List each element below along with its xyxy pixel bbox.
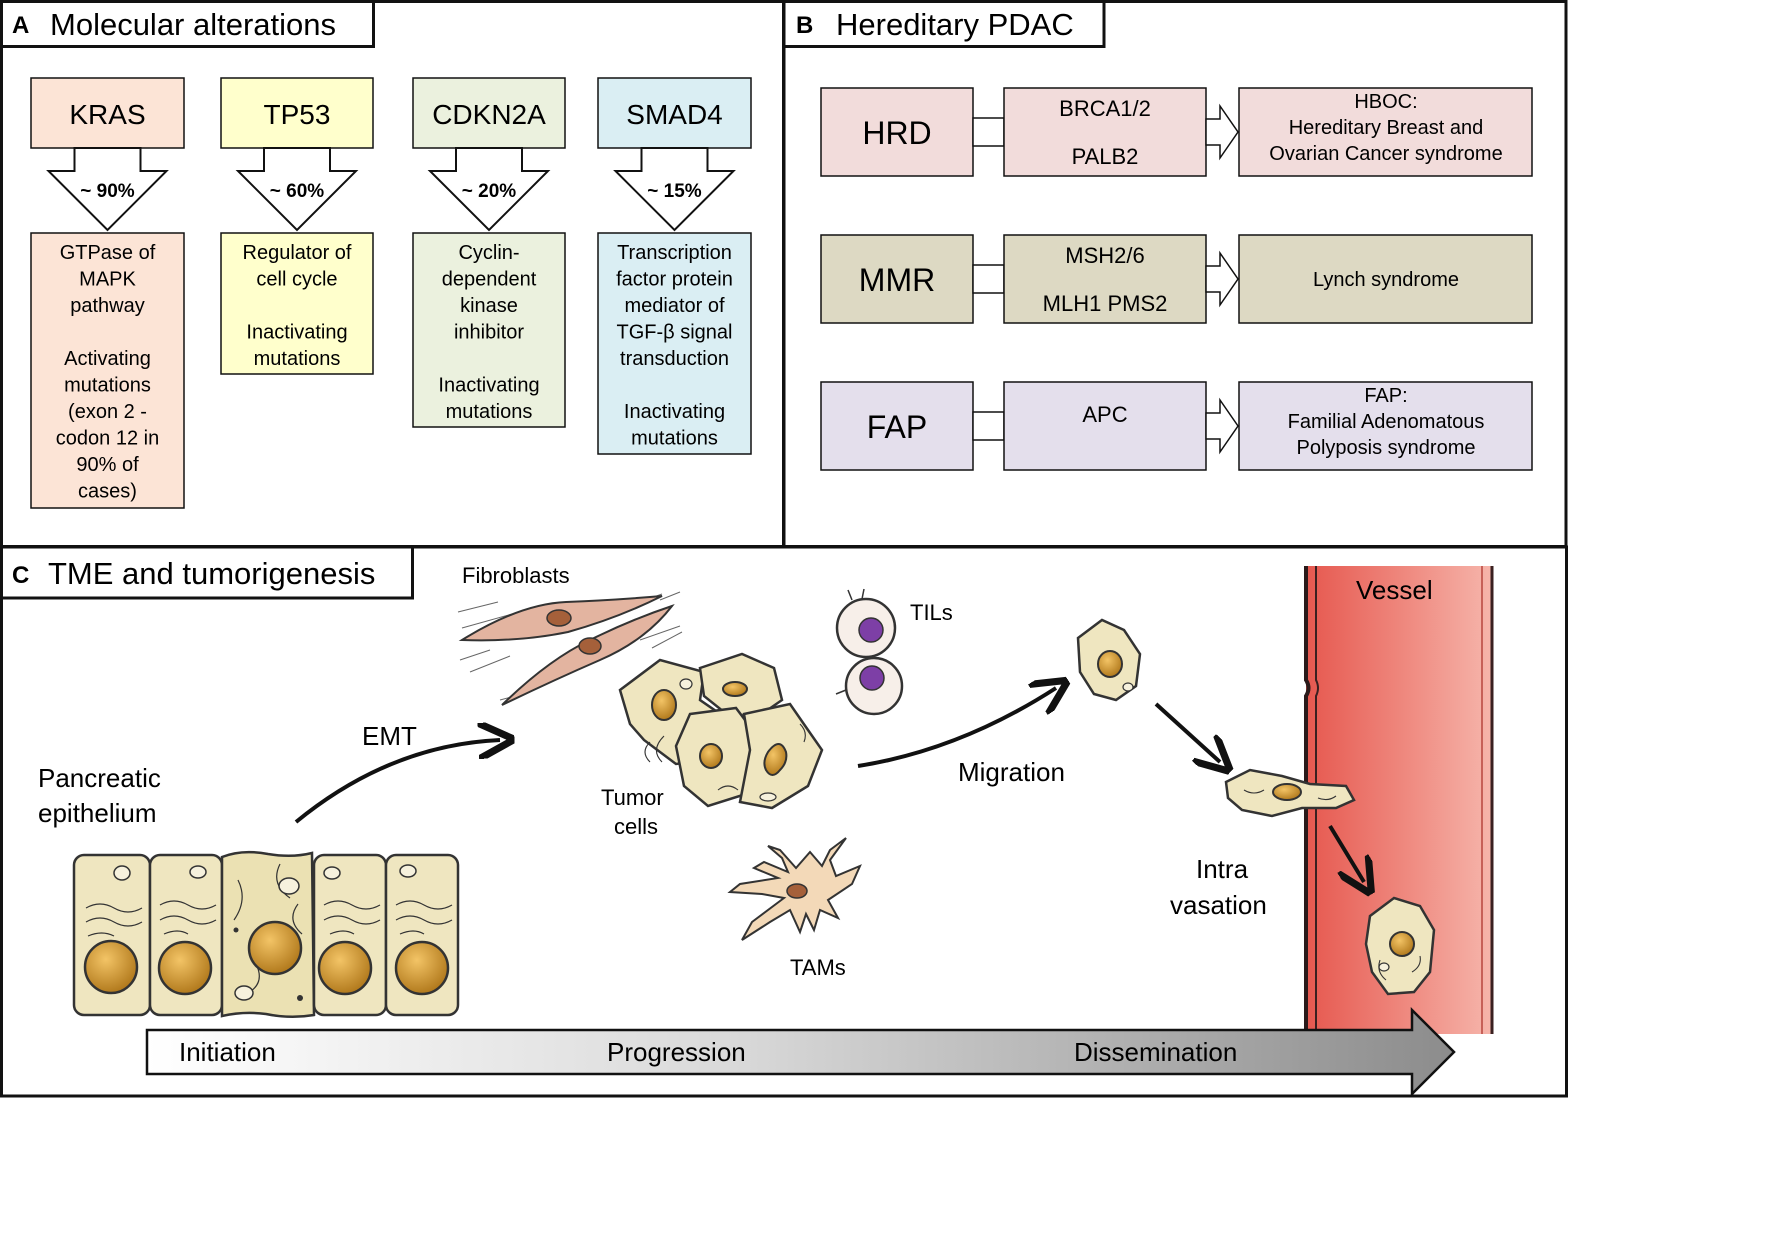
category-label: MMR: [859, 262, 935, 298]
gene-name: KRAS: [69, 99, 145, 130]
syndrome-arrow: [1205, 103, 1239, 161]
circulating-tumor-cell: [1364, 896, 1436, 996]
gene-description-box: [30, 232, 185, 509]
pancreatic-epithelium-label: Pancreatic epithelium: [38, 763, 168, 828]
connector: [972, 264, 1005, 294]
gene-box: [1003, 381, 1207, 471]
mutation-frequency: ~ 20%: [462, 181, 517, 202]
mutation-frequency: ~ 90%: [80, 181, 135, 202]
dissemination-arrow: [1328, 824, 1364, 882]
frequency-arrow: [235, 147, 359, 232]
gene-box: [412, 77, 566, 149]
mutation-frequency: ~ 15%: [647, 181, 702, 202]
gene-name: TP53: [264, 99, 331, 130]
epithelium-cells: [72, 850, 460, 1018]
category-label: FAP: [867, 409, 927, 445]
category-box: [820, 381, 974, 471]
intravasation-label: Intra vasation: [1170, 854, 1267, 920]
gene-description-box: [220, 232, 374, 375]
hereditary-genes: APC: [1082, 402, 1127, 427]
transformed-epithelial-cell: [220, 850, 316, 1018]
intravasation-arrow: [1154, 702, 1220, 762]
figure-canvas: A Molecular alterations KRAS ~ 90% GTPase …: [0, 0, 1568, 1098]
panel-a-title: Molecular alterations: [50, 7, 336, 42]
tumor-cells-label: Tumor cells: [601, 785, 670, 839]
stage-initiation: Initiation: [179, 1037, 276, 1067]
tils-label: TILs: [910, 600, 953, 625]
panel-c: Vessel C TME and tumorigenesis Pancreati…: [0, 545, 1568, 1098]
panel-c-letter: C: [12, 562, 29, 589]
fibroblasts-label: Fibroblasts: [462, 563, 570, 588]
syndrome-box: [1238, 234, 1533, 324]
connector: [972, 411, 1005, 441]
syndrome-box: [1238, 381, 1533, 471]
stage-dissemination: Dissemination: [1074, 1037, 1237, 1067]
panel-a-letter: A: [12, 12, 29, 39]
emt-arrow: [294, 740, 500, 824]
panel-c-title: TME and tumorigenesis: [48, 556, 375, 591]
intravasating-tumor-cell: [1224, 768, 1356, 818]
gene-box: [220, 77, 374, 149]
tam-cell: [727, 837, 862, 941]
category-box: [820, 234, 974, 324]
epithelial-cell: [312, 853, 388, 1017]
frequency-arrow: [46, 147, 169, 232]
gene-name: CDKN2A: [432, 99, 546, 130]
syndrome-label: Lynch syndrome: [1313, 269, 1459, 291]
gene-description-box: [597, 232, 752, 455]
syndrome-box: [1238, 87, 1533, 177]
gene-box: [30, 77, 185, 149]
epithelial-cell: [72, 853, 152, 1017]
connector: [972, 117, 1005, 147]
panel-a: A Molecular alterations KRAS ~ 90% GTPase …: [0, 0, 785, 548]
migrating-tumor-cell: [1076, 618, 1142, 702]
panel-b-title: Hereditary PDAC: [836, 7, 1074, 42]
migration-arrow: [857, 688, 1056, 768]
frequency-arrow: [613, 147, 736, 232]
panel-b-letter: B: [796, 12, 813, 39]
gene-description-box: [412, 232, 566, 428]
syndrome-arrow: [1205, 397, 1239, 455]
epithelial-cell: [384, 853, 460, 1017]
progression-timeline-arrow: [145, 1006, 1456, 1098]
gene-box: [1003, 234, 1207, 324]
gene-name: SMAD4: [626, 99, 722, 130]
tumor-cell-cluster: [618, 652, 824, 810]
stage-progression: Progression: [607, 1037, 746, 1067]
emt-label: EMT: [362, 721, 417, 751]
tams-label: TAMs: [790, 955, 846, 980]
category-label: HRD: [862, 115, 931, 151]
category-box: [820, 87, 974, 177]
gene-box: [1003, 87, 1207, 177]
syndrome-arrow: [1205, 250, 1239, 308]
til-cells: [835, 588, 904, 716]
epithelial-cell: [148, 853, 224, 1017]
fibroblast-cells: [457, 591, 683, 706]
migration-label: Migration: [958, 757, 1065, 787]
vessel-label: Vessel: [1356, 575, 1433, 605]
gene-box: [597, 77, 752, 149]
frequency-arrow: [427, 147, 551, 232]
mutation-frequency: ~ 60%: [270, 181, 325, 202]
